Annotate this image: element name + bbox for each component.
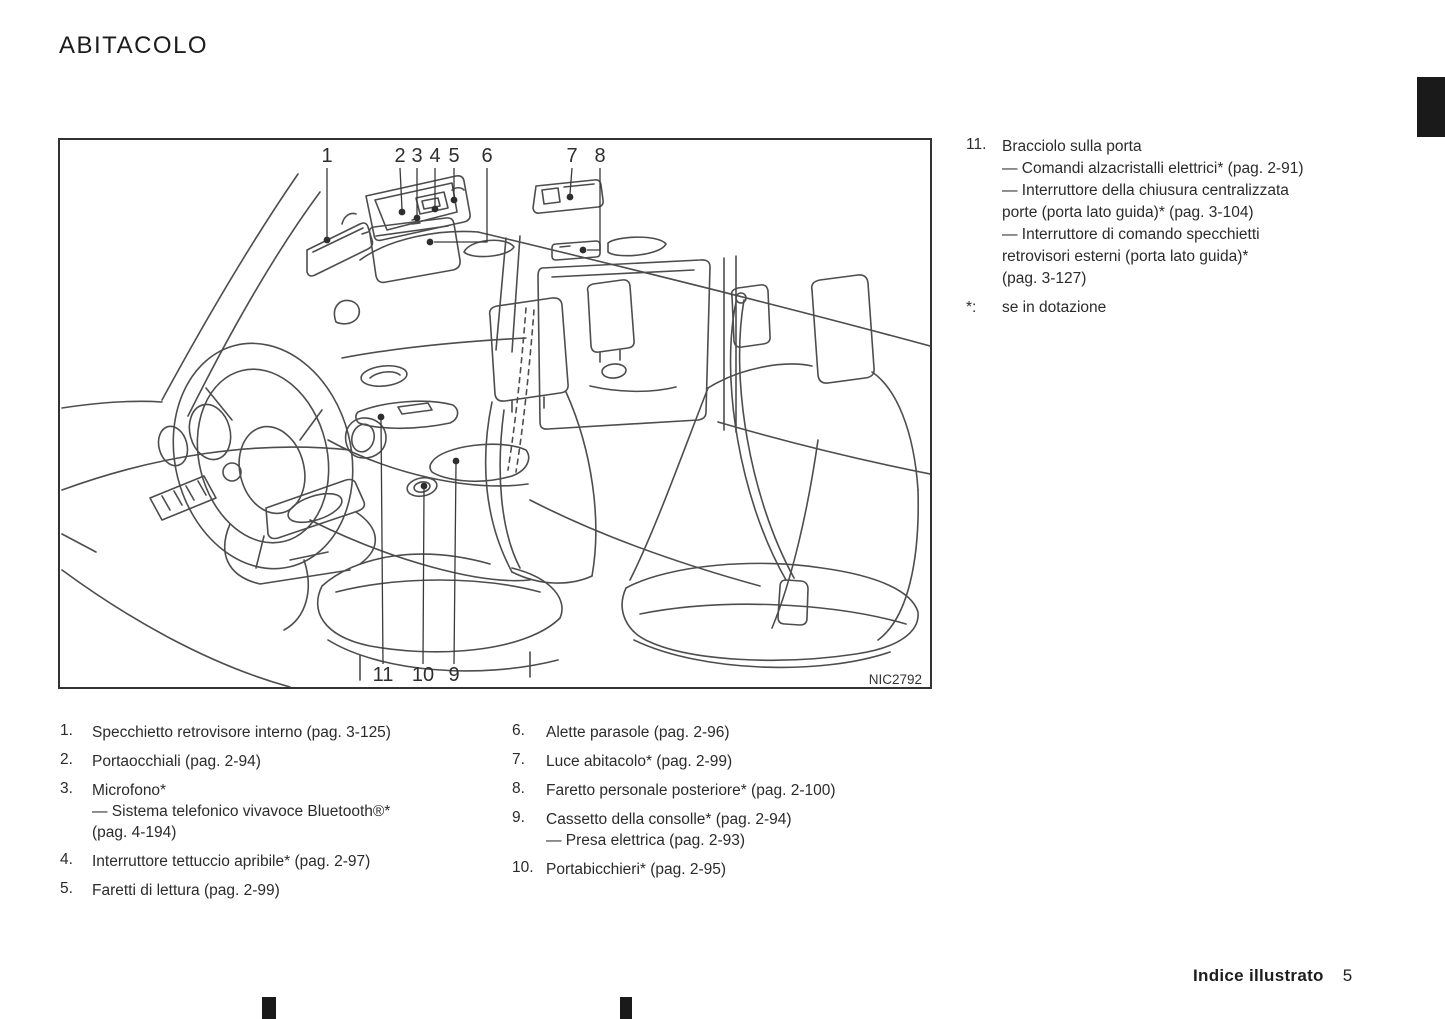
callout-8: 8 xyxy=(594,145,605,167)
list-item-7: 7. Luce abitacolo* (pag. 2-99) xyxy=(512,751,942,772)
item-number: 11. xyxy=(966,136,987,153)
item-line: Alette parasole (pag. 2-96) xyxy=(546,724,730,741)
item-line: Specchietto retrovisore interno (pag. 3-… xyxy=(92,724,391,741)
item-line: (pag. 4-194) xyxy=(92,824,177,841)
item-line: — Interruttore di comando specchietti xyxy=(1002,226,1260,243)
item-line: Faretto personale posteriore* (pag. 2-10… xyxy=(546,782,836,799)
footer-section-label: Indice illustrato xyxy=(1193,966,1324,985)
list-item-8: 8. Faretto personale posteriore* (pag. 2… xyxy=(512,780,942,801)
item-number: 3. xyxy=(60,780,73,797)
callout-4: 4 xyxy=(429,145,440,167)
callout-5: 5 xyxy=(448,145,459,167)
callout-7: 7 xyxy=(566,145,577,167)
footnote: *: se in dotazione xyxy=(966,299,1378,317)
item-number: 8. xyxy=(512,780,525,797)
item-text: Bracciolo sulla porta — Comandi alzacris… xyxy=(1002,136,1304,290)
figure-code: NIC2792 xyxy=(869,672,922,687)
list-item-11: 11. Bracciolo sulla porta — Comandi alza… xyxy=(966,136,1378,290)
item-line: Luce abitacolo* (pag. 2-99) xyxy=(546,753,733,770)
right-column: 11. Bracciolo sulla porta — Comandi alza… xyxy=(966,136,1378,317)
callout-numbers: 1 2 3 4 5 6 7 8 11 10 9 xyxy=(321,145,605,686)
item-line: — Comandi alzacristalli elettrici* (pag.… xyxy=(1002,160,1304,177)
item-number: 4. xyxy=(60,851,73,868)
item-line: retrovisori esterni (porta lato guida)* xyxy=(1002,248,1249,265)
callout-9: 9 xyxy=(448,664,459,686)
page-footer: Indice illustrato 5 xyxy=(1193,966,1352,986)
footnote-marker: *: xyxy=(966,299,977,316)
item-number: 6. xyxy=(512,722,525,739)
item-line: — Interruttore della chiusura centralizz… xyxy=(1002,182,1289,199)
item-line: Interruttore tettuccio apribile* (pag. 2… xyxy=(92,853,371,870)
callout-1: 1 xyxy=(321,145,332,167)
cabin-diagram-frame: 1 2 3 4 5 6 7 8 11 10 9 NIC2792 xyxy=(58,138,932,689)
callout-leader-lines xyxy=(326,167,601,665)
item-line: Faretti di lettura (pag. 2-99) xyxy=(92,882,280,899)
item-list-middle: 6. Alette parasole (pag. 2-96) 7. Luce a… xyxy=(512,722,942,888)
item-line: Bracciolo sulla porta xyxy=(1002,138,1142,155)
item-number: 1. xyxy=(60,722,73,739)
item-number: 10. xyxy=(512,859,534,876)
list-item-1: 1. Specchietto retrovisore interno (pag.… xyxy=(60,722,512,743)
item-line: porte (porta lato guida)* (pag. 3-104) xyxy=(1002,204,1254,221)
item-number: 7. xyxy=(512,751,525,768)
item-line: Microfono* xyxy=(92,782,167,799)
item-list-left: 1. Specchietto retrovisore interno (pag.… xyxy=(60,722,512,909)
item-line: — Sistema telefonico vivavoce Bluetooth®… xyxy=(92,803,391,820)
list-item-5: 5. Faretti di lettura (pag. 2-99) xyxy=(60,880,512,901)
callout-2: 2 xyxy=(394,145,405,167)
footer-page-number: 5 xyxy=(1342,966,1353,985)
callout-6: 6 xyxy=(481,145,492,167)
section-tab-right xyxy=(1417,77,1445,137)
item-number: 5. xyxy=(60,880,73,897)
cabin-diagram: 1 2 3 4 5 6 7 8 11 10 9 NIC2792 xyxy=(61,145,930,687)
list-item-3: 3. Microfono* — Sistema telefonico vivav… xyxy=(60,780,512,843)
list-item-10: 10. Portabicchieri* (pag. 2-95) xyxy=(512,859,942,880)
item-line: — Presa elettrica (pag. 2-93) xyxy=(546,832,746,849)
item-line: Portaocchiali (pag. 2-94) xyxy=(92,753,261,770)
list-item-9: 9. Cassetto della consolle* (pag. 2-94) … xyxy=(512,809,942,851)
footnote-text: se in dotazione xyxy=(1002,299,1107,316)
item-line: Portabicchieri* (pag. 2-95) xyxy=(546,861,727,878)
section-tab-bottom-2 xyxy=(620,997,632,1019)
callout-dots xyxy=(323,193,587,490)
list-item-2: 2. Portaocchiali (pag. 2-94) xyxy=(60,751,512,772)
item-number: 2. xyxy=(60,751,73,768)
list-item-4: 4. Interruttore tettuccio apribile* (pag… xyxy=(60,851,512,872)
item-number: 9. xyxy=(512,809,525,826)
list-item-6: 6. Alette parasole (pag. 2-96) xyxy=(512,722,942,743)
page-title: ABITACOLO xyxy=(59,32,209,59)
callout-11: 11 xyxy=(373,664,394,686)
callout-3: 3 xyxy=(411,145,422,167)
cabin-line-art xyxy=(61,173,930,687)
callout-10: 10 xyxy=(412,664,434,686)
item-line: Cassetto della consolle* (pag. 2-94) xyxy=(546,811,792,828)
item-line: (pag. 3-127) xyxy=(1002,270,1087,287)
section-tab-bottom-1 xyxy=(262,997,276,1019)
